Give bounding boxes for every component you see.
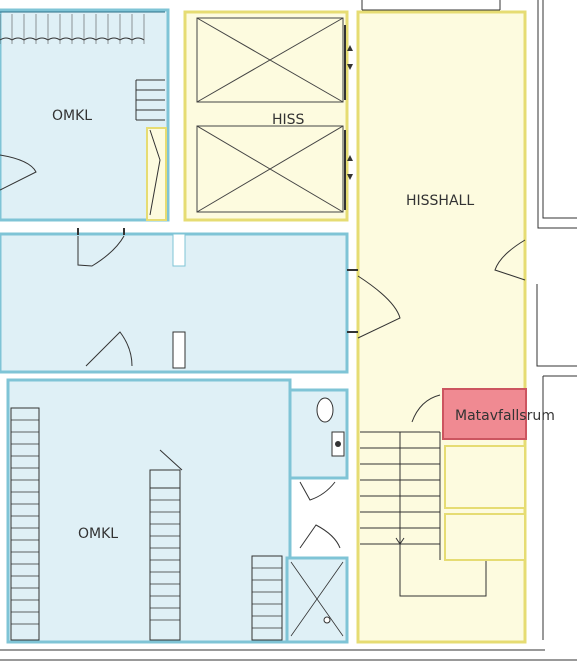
hiss-room[interactable]: HISS [183, 10, 353, 222]
hisshall-label: HISSHALL [406, 193, 474, 209]
wc-room[interactable] [288, 388, 349, 501]
matavfallsrum-room[interactable]: Matavfallsrum [442, 388, 555, 440]
shower-room[interactable] [285, 524, 349, 644]
omkl-bottom-label: OMKL [78, 526, 118, 542]
matavfallsrum-label: Matavfallsrum [455, 408, 555, 424]
omkl-top-label: OMKL [52, 108, 92, 124]
omkl-room-top[interactable]: OMKL [0, 8, 170, 222]
hiss-label: HISS [272, 112, 305, 128]
storage-room[interactable] [444, 445, 526, 561]
omkl-room-bottom[interactable]: OMKL [6, 378, 292, 644]
corridor[interactable] [0, 228, 358, 374]
